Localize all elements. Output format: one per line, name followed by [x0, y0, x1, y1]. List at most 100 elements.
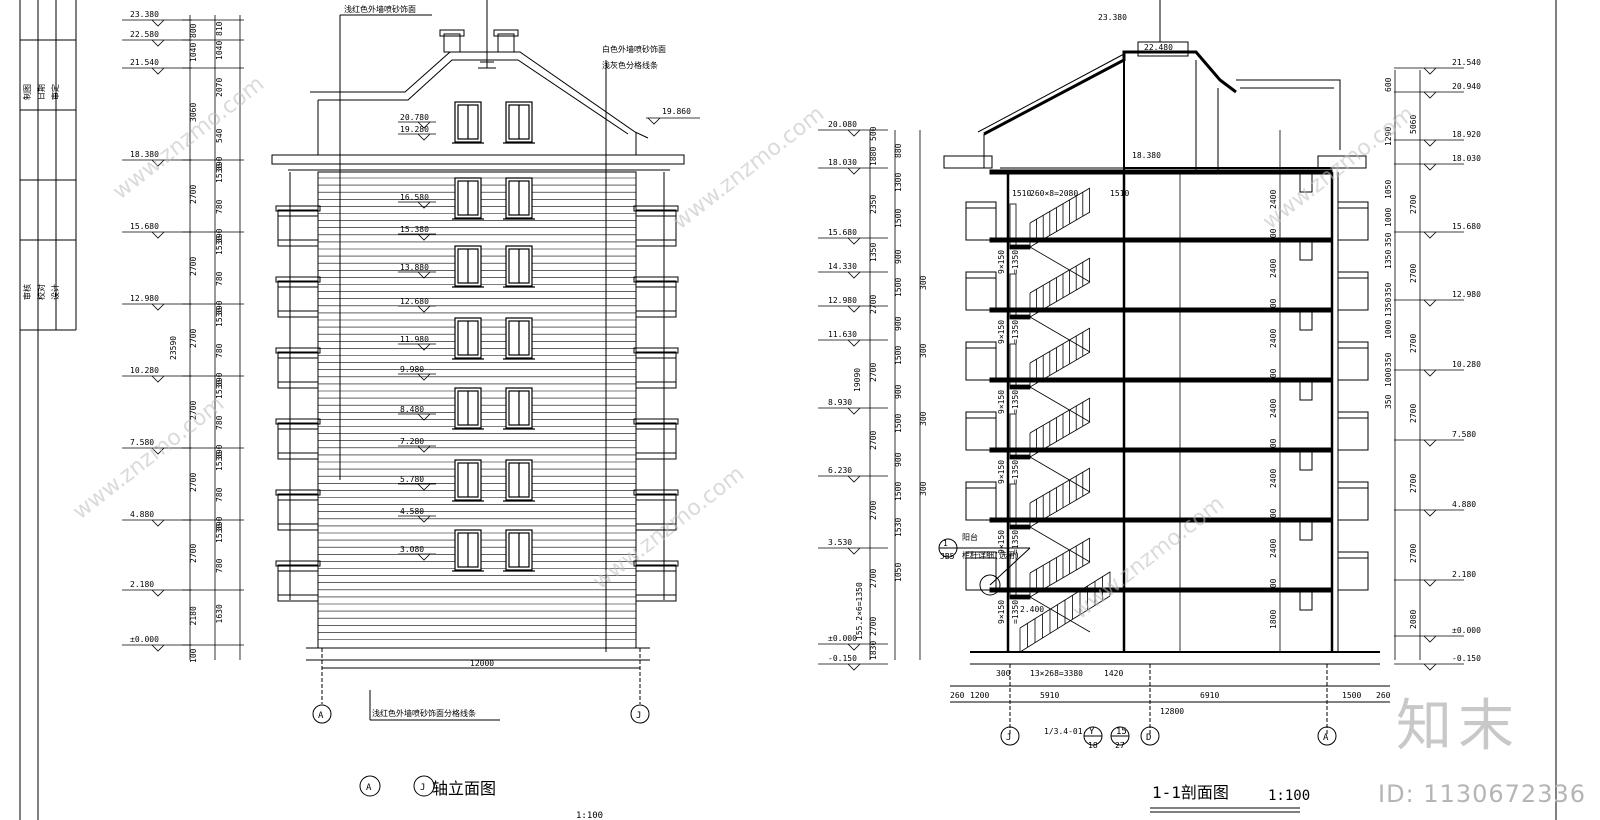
floor-level-mark: 4.580: [400, 507, 424, 516]
dimension-text: 390: [215, 516, 224, 531]
elevation-mark: ±0.000: [130, 635, 159, 644]
balcony-cap: [633, 276, 679, 283]
level-marker: [847, 407, 861, 415]
balcony: [277, 493, 319, 531]
dimension-text: 350: [1384, 232, 1393, 247]
balcony: [965, 201, 997, 241]
stair-flight: [1029, 596, 1091, 633]
stair-dimension: =1350: [1011, 250, 1020, 274]
bottom-dimension-total: 12800: [1160, 707, 1184, 716]
stair-flight: [1029, 386, 1091, 423]
dimension-text: 300: [1269, 438, 1278, 453]
dimension-text: 3060: [189, 103, 198, 122]
floor-slab-edge: [989, 169, 1009, 175]
dimension-text: 2700: [869, 431, 878, 450]
title-block-label: 审核: [22, 284, 32, 300]
bottom-dimension: 260: [1376, 691, 1391, 700]
dimension-text: 780: [215, 415, 224, 430]
axis-label: D: [1146, 733, 1151, 743]
balcony: [965, 411, 997, 451]
dimension-text: 300: [919, 411, 928, 426]
section-elevation-mark: 8.930: [828, 398, 852, 407]
level-marker: [1423, 509, 1437, 517]
stair-dimension: 9×150: [997, 600, 1006, 624]
dimension-text: 300: [1269, 368, 1278, 383]
bottom-dimension: 1500: [1342, 691, 1361, 700]
section-elevation-mark: 18.030: [828, 158, 857, 167]
stair-flight: [1029, 316, 1091, 353]
dimension-text: 2700: [189, 185, 198, 204]
balcony: [1337, 341, 1369, 381]
stair-rail: [1029, 467, 1091, 504]
material-note: 白色外墙喷砂饰面: [602, 44, 666, 54]
level-marker: [1423, 369, 1437, 377]
balcony: [965, 341, 997, 381]
dimension-text: 2400: [1269, 399, 1278, 418]
balcony: [635, 351, 677, 389]
axis-label-j: J: [636, 711, 641, 721]
section-text: 20.08018.03015.68014.33012.98011.6308.93…: [828, 13, 1481, 750]
dimension-text: 500: [869, 126, 878, 141]
section-elevation-mark: 7.580: [1452, 430, 1476, 439]
level-marker: [1423, 231, 1437, 239]
dimension-text: 900: [894, 249, 903, 264]
axis-label-a: A: [318, 711, 324, 721]
balcony: [277, 280, 319, 318]
dimension-text: 350: [1384, 394, 1393, 409]
watermark-site: www.znzmo.com: [668, 101, 829, 234]
level-marker: [847, 271, 861, 279]
level-marker: [1423, 163, 1437, 171]
level-marker: [417, 373, 431, 381]
stair-rail: [1029, 397, 1091, 434]
roof-elevation-mark: 22.480: [1144, 43, 1173, 52]
elevation-mark: 18.380: [130, 150, 159, 159]
dimension-text: 2700: [869, 501, 878, 520]
level-marker: [151, 519, 165, 527]
dimension-text: 2700: [189, 401, 198, 420]
stair-wall-opening: [1009, 203, 1017, 249]
title-block-label: 设计: [50, 284, 60, 300]
balcony: [965, 551, 997, 591]
dimension-text: 2700: [869, 617, 878, 636]
level-marker: [151, 67, 165, 75]
section-elevation-mark: -0.150: [1452, 654, 1481, 663]
stair-dimension: 9×150: [997, 390, 1006, 414]
section-title-text: 1-1剖面图: [1152, 783, 1229, 802]
ground-dimension: 13×268=3380: [1030, 669, 1083, 678]
dimension-text: 300: [1269, 298, 1278, 313]
dimension-text: 1050: [894, 563, 903, 582]
dimension-text: 1500: [894, 346, 903, 365]
level-marker: [417, 413, 431, 421]
stair-top-dimension: 260×8=2080: [1030, 189, 1078, 198]
balcony: [1337, 411, 1369, 451]
axis-label: J: [1006, 733, 1011, 743]
roof-elevation-mark: 18.380: [1132, 151, 1161, 160]
balcony: [277, 351, 319, 389]
bottom-dimension: 260: [950, 691, 965, 700]
level-marker: [847, 643, 861, 651]
dimension-text: 2700: [189, 257, 198, 276]
stair-flight: [1029, 456, 1091, 493]
roof-elevation-mark: 23.380: [1098, 13, 1127, 22]
axis-label: 15: [1116, 727, 1127, 737]
level-marker: [847, 663, 861, 671]
level-marker: [417, 515, 431, 523]
roof-level-mark: 19.860: [662, 107, 691, 116]
beam: [1299, 379, 1313, 401]
dimension-total: 23590: [169, 336, 178, 360]
dimension-text: 2400: [1269, 329, 1278, 348]
level-marker: [417, 343, 431, 351]
dimension-text: 2700: [189, 329, 198, 348]
stair-flight: [1029, 211, 1091, 248]
stair-top-dimension: 1510: [1110, 189, 1129, 198]
section-elevation-mark: 21.540: [1452, 58, 1481, 67]
dimension-text: 540: [215, 128, 224, 143]
dimension-text: 2700: [189, 473, 198, 492]
dimension-text: 1290: [1384, 127, 1393, 146]
stair-rail: [1029, 537, 1091, 574]
floor-level-mark: 7.280: [400, 437, 424, 446]
ground-dimension: 1420: [1104, 669, 1123, 678]
dimension-text: 1500: [894, 209, 903, 228]
dimension-text: 300: [919, 481, 928, 496]
section-scale: 1:100: [1268, 788, 1310, 804]
